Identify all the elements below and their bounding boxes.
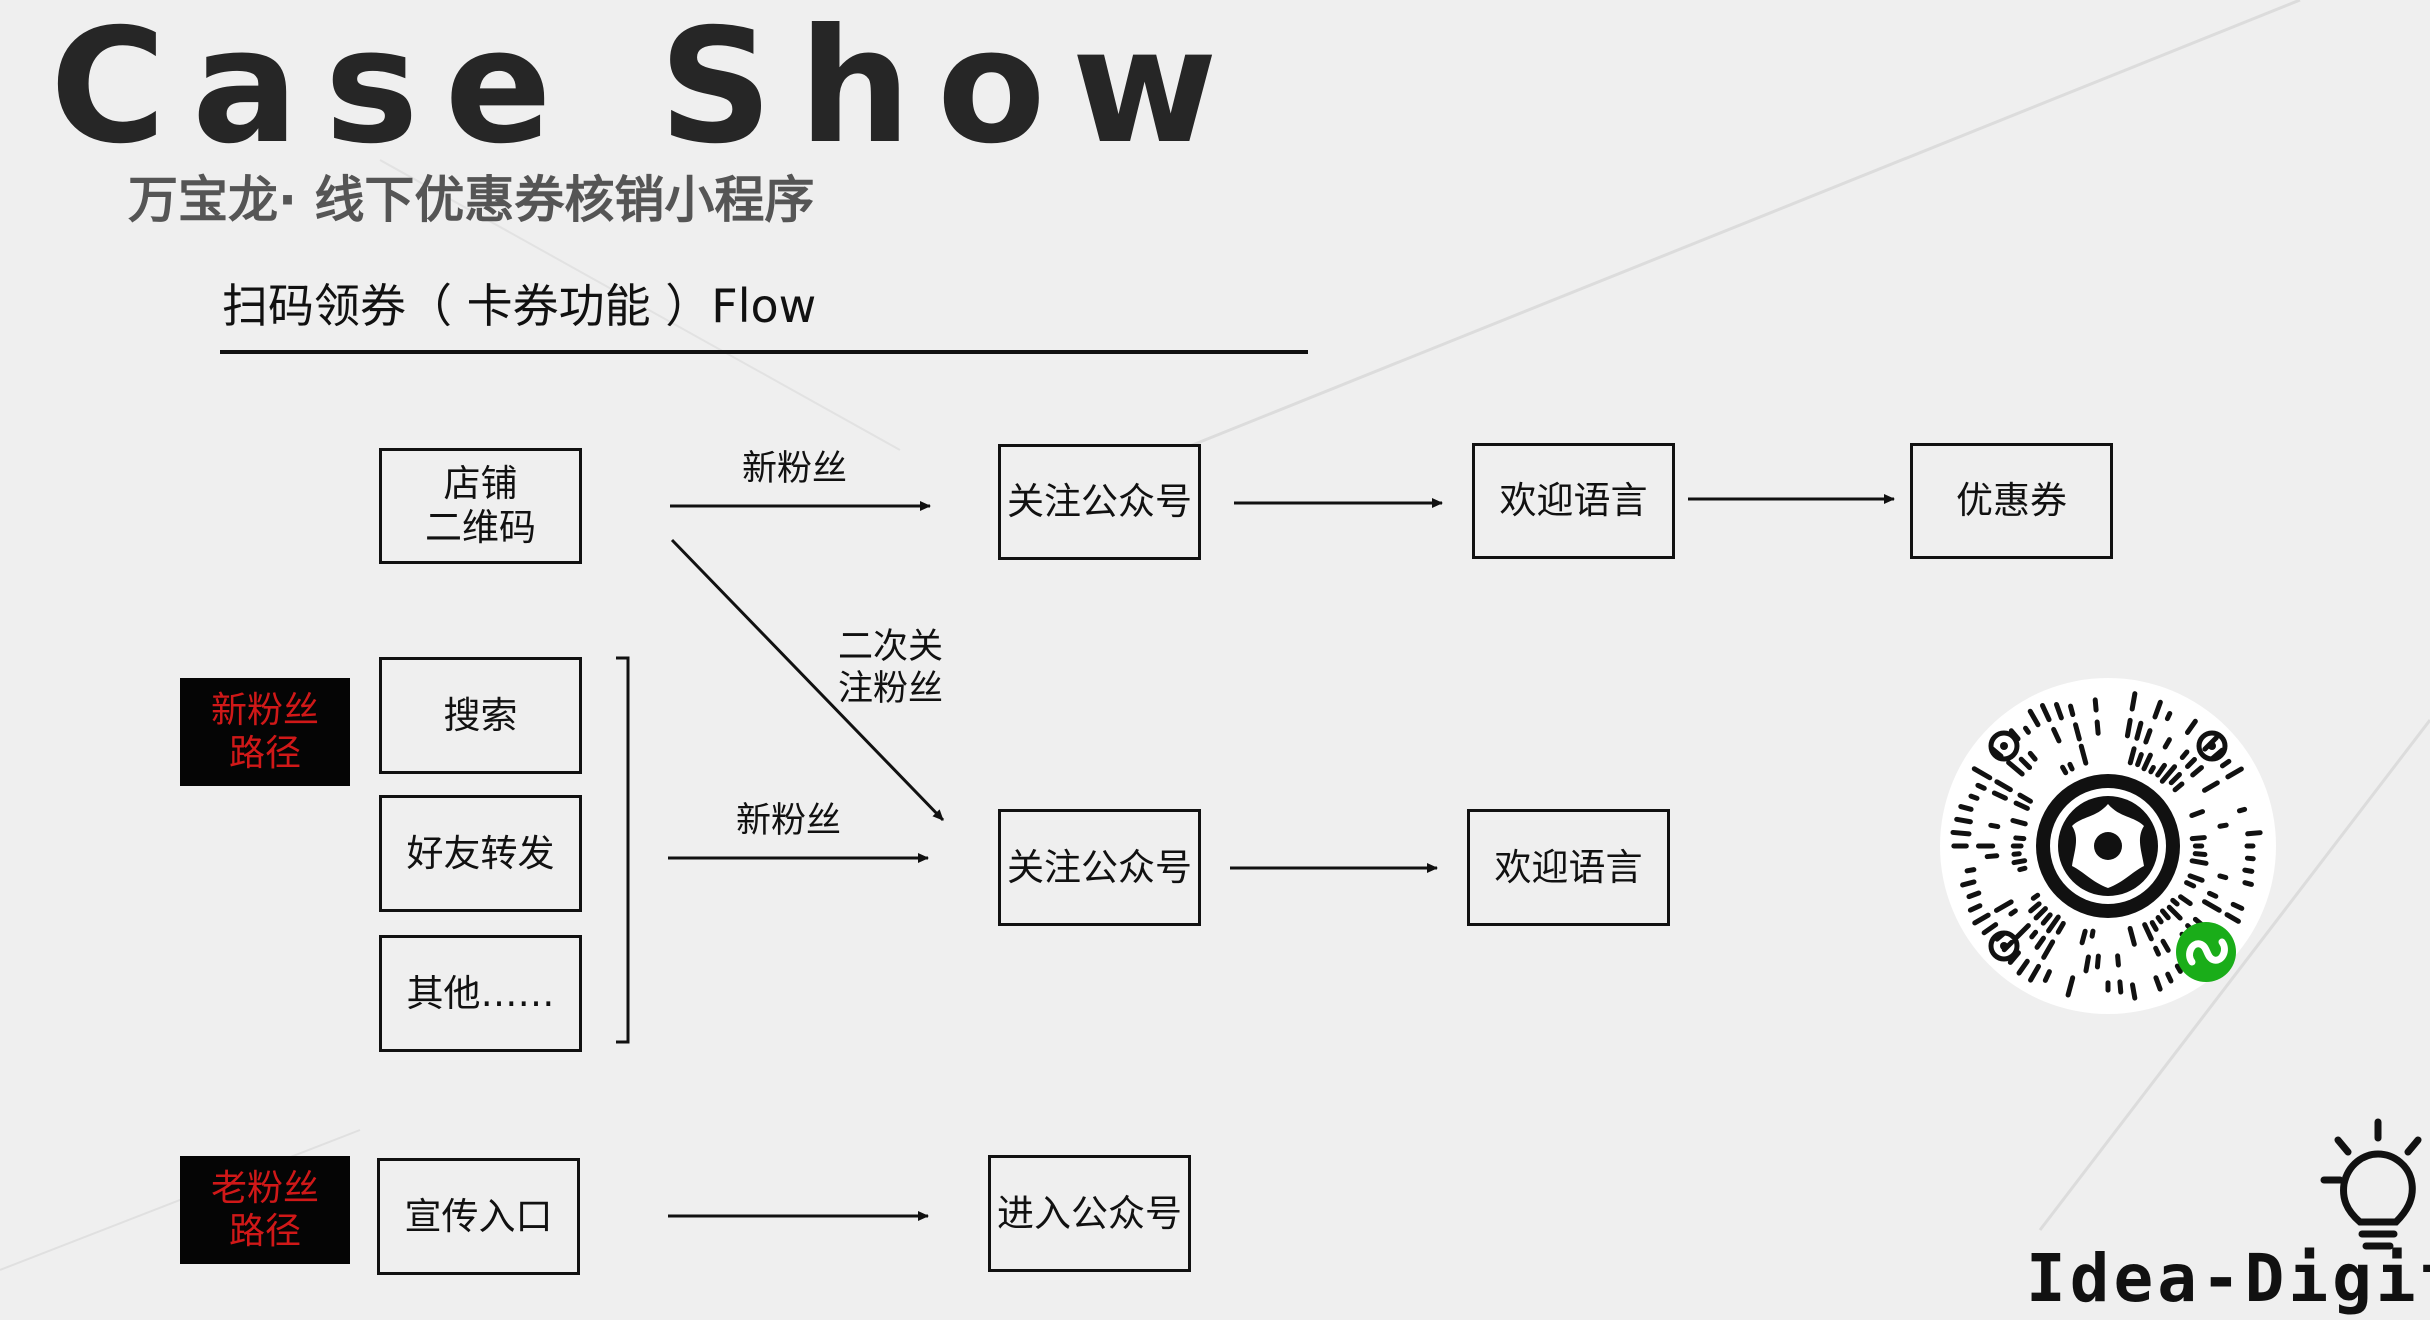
page-subtitle: 万宝龙· 线下优惠券核销小程序	[128, 171, 815, 229]
enter-account-box: 进入公众号	[988, 1155, 1191, 1272]
follow-account-box-mid: 关注公众号	[998, 809, 1201, 926]
section-title: 扫码领券（ 卡券功能 ）Flow	[222, 279, 817, 333]
lightbulb-icon	[2320, 1118, 2422, 1250]
coupon-box: 优惠券	[1910, 443, 2113, 559]
edge-label-new-fans-mid: 新粉丝	[736, 801, 842, 841]
new-fans-path-tag: 新粉丝 路径	[180, 678, 350, 786]
welcome-message-box-mid: 欢迎语言	[1467, 809, 1670, 926]
page-title: Case Show	[50, 0, 1244, 179]
search-box: 搜索	[379, 657, 582, 774]
source-group-bracket	[616, 656, 630, 1044]
promo-entry-box: 宣传入口	[377, 1158, 580, 1275]
other-box: 其他……	[379, 935, 582, 1052]
brand-wordmark: Idea-Digital	[2026, 1240, 2430, 1317]
mini-program-code	[1940, 678, 2276, 1014]
edge-label-refollow: 二次关 注粉丝	[838, 627, 944, 709]
follow-account-box-top: 关注公众号	[998, 444, 1201, 560]
section-divider	[220, 350, 1308, 354]
wechat-mini-program-icon	[2176, 922, 2236, 982]
edge-label-new-fans-top: 新粉丝	[742, 449, 848, 489]
welcome-message-box-top: 欢迎语言	[1472, 443, 1675, 559]
friend-share-box: 好友转发	[379, 795, 582, 912]
corner-marks	[1988, 730, 2228, 962]
old-fans-path-tag: 老粉丝 路径	[180, 1156, 350, 1264]
arrow-refollow-diagonal	[670, 538, 945, 822]
store-qr-box: 店铺 二维码	[379, 448, 582, 564]
